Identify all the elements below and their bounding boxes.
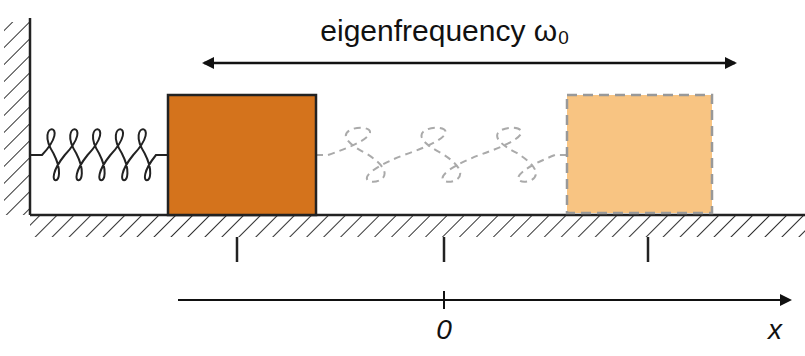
frequency-label: eigenfrequency ω₀: [320, 14, 569, 47]
coil-path: [30, 129, 168, 180]
floor: [30, 214, 805, 217]
axis-tick: [443, 291, 445, 309]
mass-block: [168, 95, 316, 215]
floor-hatching: [30, 215, 805, 237]
tick: [236, 237, 239, 262]
x-axis: [178, 299, 790, 301]
wall-hatching: [4, 22, 30, 215]
axis-name-label: x: [768, 315, 782, 346]
tick: [443, 237, 446, 262]
dashed-mass-block: [567, 95, 712, 213]
spring: [30, 129, 168, 180]
axis-origin-label: 0: [436, 315, 452, 346]
dashed-spring: [316, 128, 567, 182]
tick: [647, 237, 650, 262]
wall: [29, 18, 32, 215]
double-arrow: [204, 62, 735, 65]
coil-path: [316, 128, 567, 182]
